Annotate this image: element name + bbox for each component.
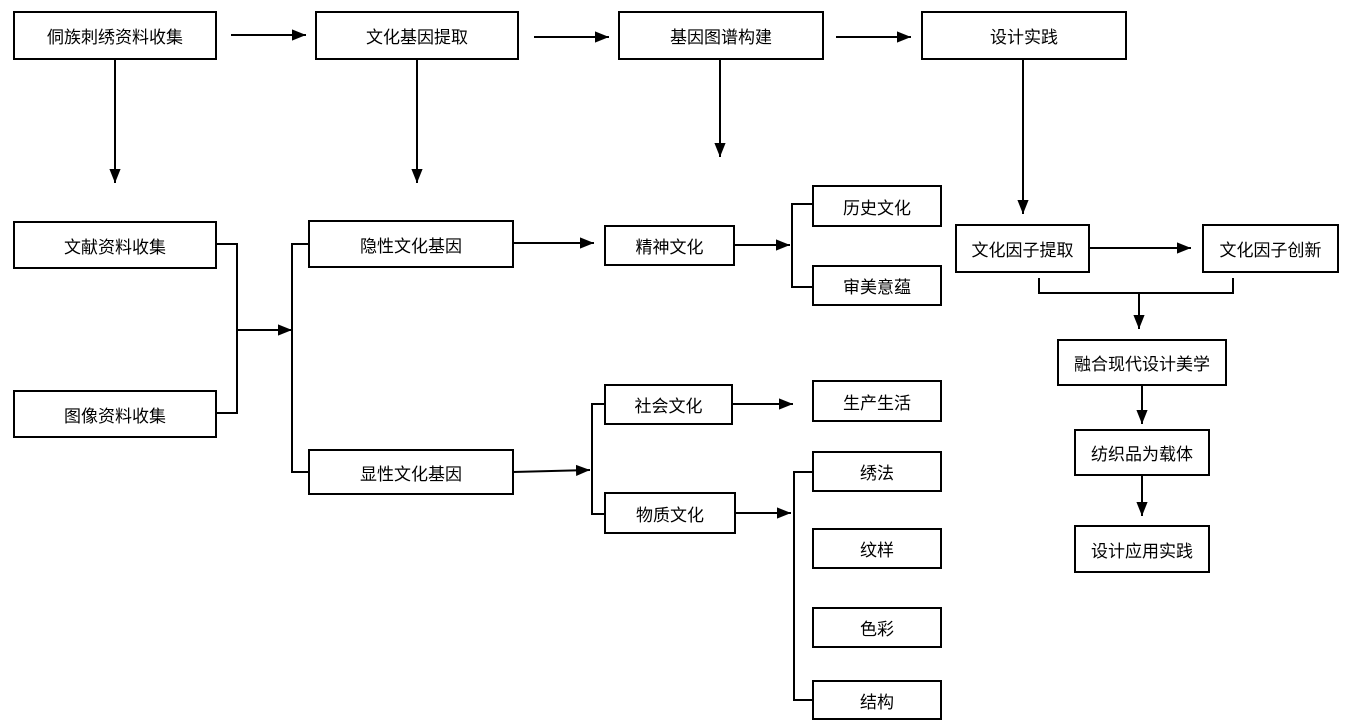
node-factor-innovate: 文化因子创新 (1202, 224, 1339, 273)
node-history-culture: 历史文化 (812, 185, 942, 227)
node-aesthetic: 审美意蕴 (812, 265, 942, 306)
node-production-life: 生产生活 (812, 380, 942, 422)
node-image-collect: 图像资料收集 (13, 390, 217, 438)
node-factor-extract: 文化因子提取 (955, 224, 1090, 273)
node-material-culture: 物质文化 (604, 492, 736, 534)
node-recessive-gene: 隐性文化基因 (308, 220, 514, 268)
node-social-culture: 社会文化 (604, 384, 733, 425)
node-collect: 侗族刺绣资料收集 (13, 11, 217, 60)
node-gene-map-build: 基因图谱构建 (618, 11, 824, 60)
node-stitch: 绣法 (812, 451, 942, 492)
bracket-collection-merge (217, 243, 238, 414)
node-modern-aesthetics: 融合现代设计美学 (1057, 339, 1227, 386)
bracket-material-elements (793, 471, 812, 701)
node-literature-collect: 文献资料收集 (13, 221, 217, 269)
node-spiritual-culture: 精神文化 (604, 225, 735, 266)
node-design-apply: 设计应用实践 (1074, 525, 1210, 573)
node-structure: 结构 (812, 680, 942, 720)
bracket-factor-merge (1038, 278, 1234, 294)
node-pattern: 纹样 (812, 528, 942, 569)
node-color: 色彩 (812, 607, 942, 648)
arrow-dominant-to-culture (512, 464, 591, 476)
node-textile-carrier: 纺织品为载体 (1074, 429, 1210, 476)
node-culture-gene-extract: 文化基因提取 (315, 11, 519, 60)
node-design-practice: 设计实践 (921, 11, 1127, 60)
bracket-spiritual-elements (791, 203, 812, 288)
node-dominant-gene: 显性文化基因 (308, 449, 514, 495)
bracket-genes (291, 243, 309, 473)
bracket-culture (591, 403, 604, 515)
